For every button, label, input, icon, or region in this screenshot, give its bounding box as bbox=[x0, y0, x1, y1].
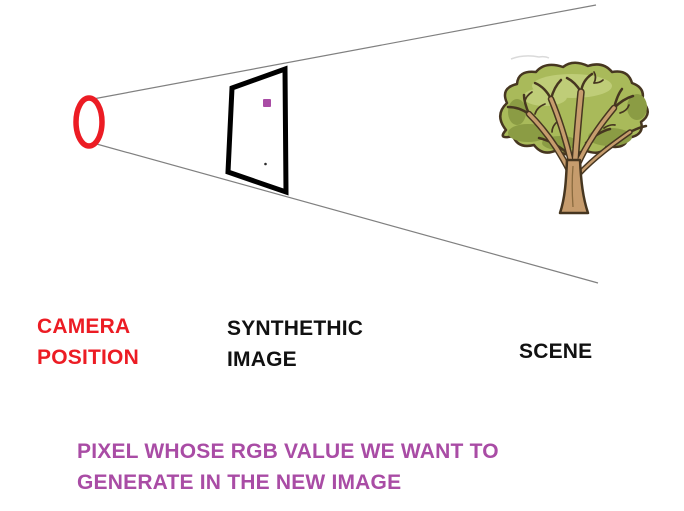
canopy-detail-lines bbox=[524, 71, 630, 133]
tree-trunk bbox=[558, 158, 590, 215]
scene-label-text: SCENE bbox=[519, 340, 593, 363]
pixel-caption-label: PIXEL WHOSE RGB VALUE WE WANT TO GENERAT… bbox=[77, 436, 499, 498]
image-plane-trapezoid bbox=[225, 65, 289, 196]
synthetic-image-label-line2: IMAGE bbox=[227, 348, 297, 371]
trunk-texture-line bbox=[571, 165, 574, 208]
camera-ellipse bbox=[73, 95, 105, 149]
camera-position-label-line2: POSITION bbox=[37, 346, 139, 369]
pixel-marker bbox=[263, 99, 271, 107]
frustum-line-bottom bbox=[92, 142, 599, 284]
pixel-caption-line2: GENERATE IN THE NEW IMAGE bbox=[77, 471, 402, 494]
frustum-line-top bbox=[92, 4, 597, 100]
pixel-caption-line1: PIXEL WHOSE RGB VALUE WE WANT TO bbox=[77, 440, 499, 463]
camera-position-label-line1: CAMERA bbox=[37, 315, 131, 338]
smudge-artifact bbox=[510, 55, 550, 60]
synthetic-image-label: SYNTHETHIC IMAGE bbox=[227, 313, 363, 375]
tree-illustration bbox=[499, 61, 649, 215]
synthetic-image-label-line1: SYNTHETHIC bbox=[227, 317, 364, 340]
image-plane-dot bbox=[264, 162, 267, 166]
camera-position-label: CAMERA POSITION bbox=[37, 311, 139, 373]
scene-label: SCENE bbox=[519, 336, 592, 367]
